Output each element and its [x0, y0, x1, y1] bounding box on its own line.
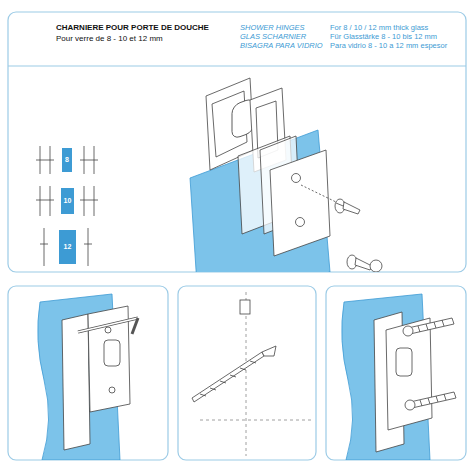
title: CHARNIERE POUR PORTE DE DOUCHE: [56, 24, 209, 33]
header-text: For 8 / 10 / 12 mm thick glass: [330, 24, 428, 32]
thickness-label: 10: [61, 197, 74, 205]
thickness-label: 12: [59, 243, 76, 251]
thickness-label: 8: [62, 156, 72, 164]
header-text: Für Glasstärke 8 - 10 bis 12 mm: [330, 33, 437, 41]
header-text: GLAS SCHARNIER: [240, 33, 306, 41]
header-text: BISAGRA PARA VIDRIO: [240, 42, 323, 50]
header-text: Pour verre de 8 - 10 et 12 mm: [56, 35, 163, 44]
header-text: SHOWER HINGES: [240, 24, 305, 32]
header-text: Para vidrio 8 - 10 a 12 mm espesor: [330, 42, 447, 50]
